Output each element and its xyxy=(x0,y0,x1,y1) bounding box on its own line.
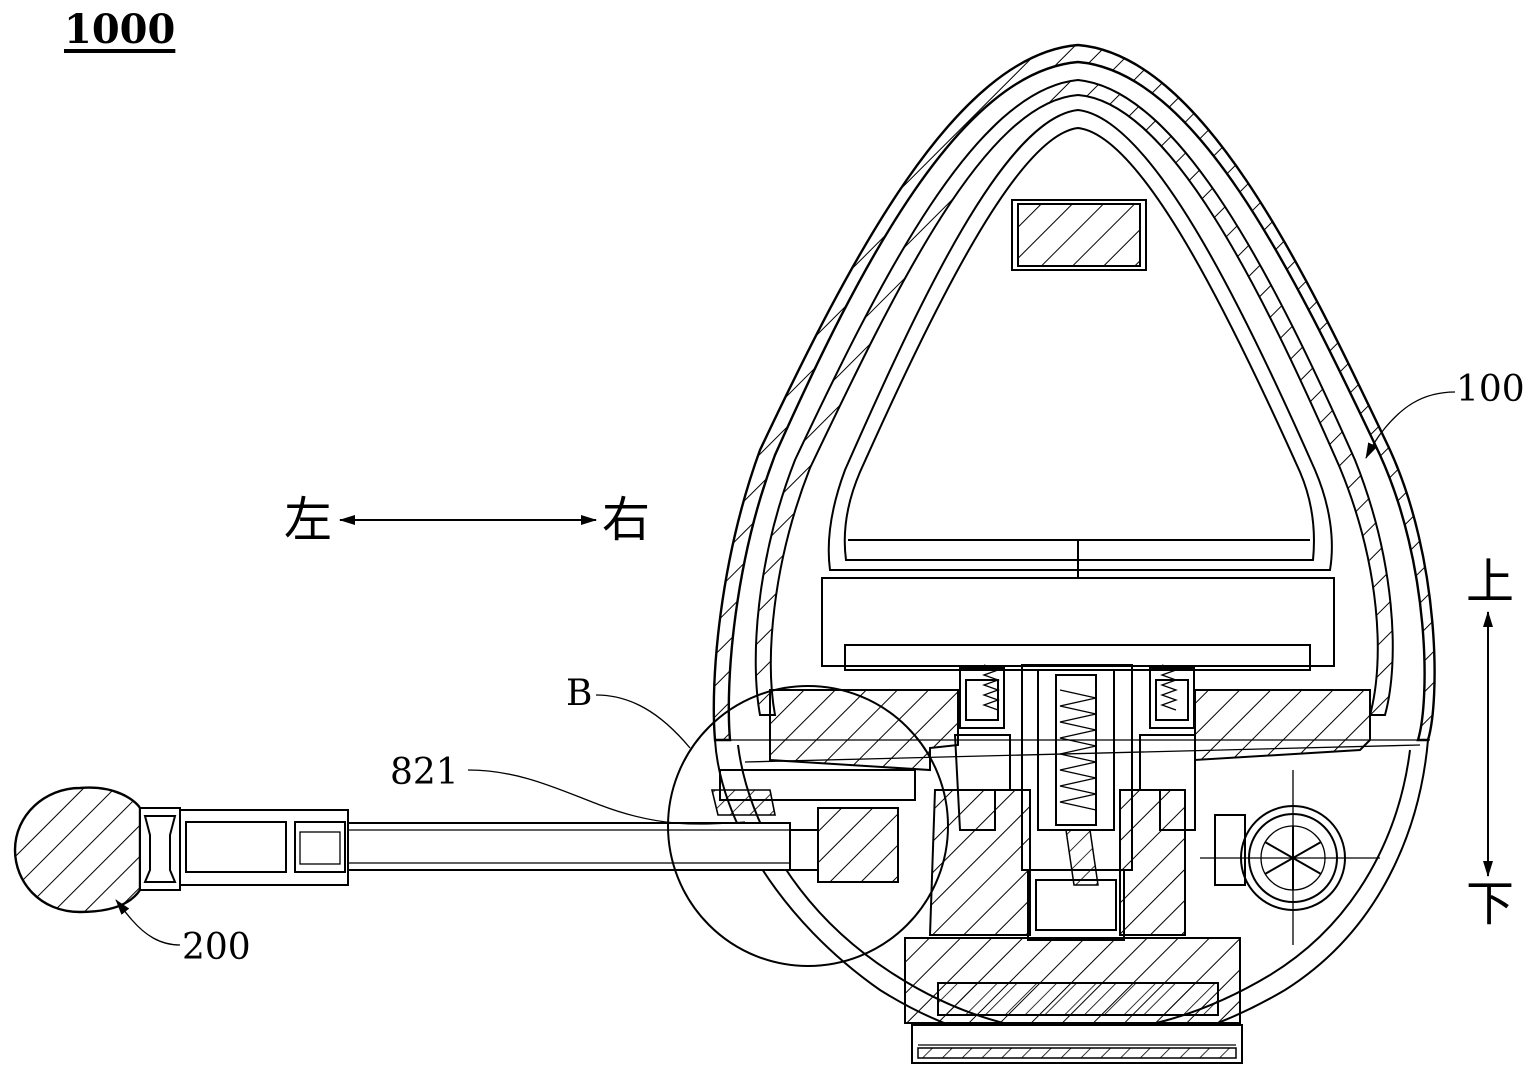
inner-shell xyxy=(754,78,1394,716)
fan-assembly xyxy=(1200,770,1380,945)
outer-shell xyxy=(712,43,1436,742)
label-200: 200 xyxy=(182,927,251,968)
detail-circle-b xyxy=(667,685,949,967)
label-100: 100 xyxy=(1456,369,1525,410)
central-valve xyxy=(1021,664,1133,941)
upper-chamber xyxy=(821,577,1335,667)
direction-right-label: 右 xyxy=(602,492,651,548)
direction-left-label: 左 xyxy=(284,492,333,548)
main-body-100 xyxy=(710,43,1436,1064)
handle-200 xyxy=(13,786,181,914)
tube-821 xyxy=(344,822,791,871)
label-821: 821 xyxy=(390,752,459,793)
leader-lines xyxy=(115,391,1456,946)
figure-number: 1000 xyxy=(64,6,176,53)
middle-plate xyxy=(769,689,959,772)
inner-liner xyxy=(827,108,1333,571)
bottom-base xyxy=(904,937,1243,1064)
tube-assembly xyxy=(177,809,791,886)
direction-up-label: 上 xyxy=(1466,554,1515,610)
label-b: B xyxy=(566,673,593,714)
direction-down-label: 下 xyxy=(1466,876,1515,932)
top-block xyxy=(1017,203,1141,267)
